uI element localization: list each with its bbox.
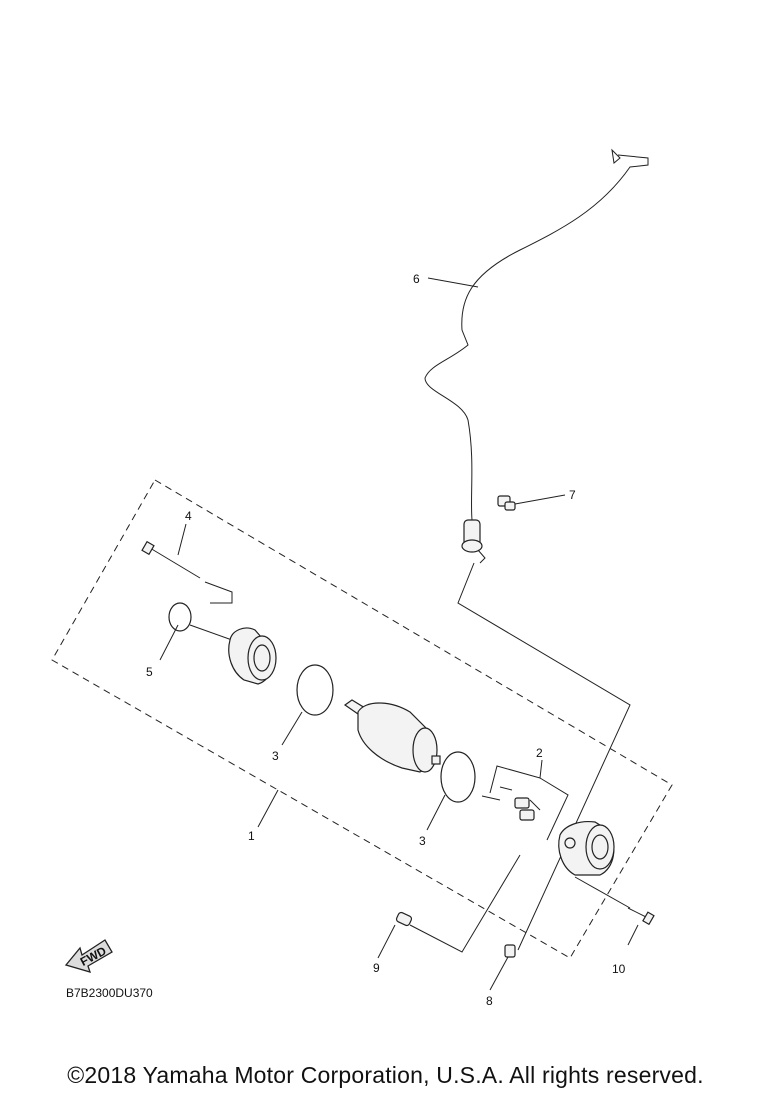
long-bolt[interactable] — [141, 540, 201, 579]
o-ring-left[interactable] — [296, 664, 334, 716]
callout-9: 9 — [373, 961, 380, 975]
clip-7[interactable] — [497, 495, 516, 511]
callout-3b: 3 — [419, 834, 426, 848]
collar-9[interactable] — [395, 911, 413, 927]
diagram-code: B7B2300DU370 — [66, 986, 153, 1000]
parts-diagram: 1 2 3 3 4 5 6 7 8 9 10 FWD B7B2300DU370 — [51, 148, 673, 1008]
callout-1: 1 — [248, 829, 255, 843]
callout-3a: 3 — [272, 749, 279, 763]
starter-yoke[interactable] — [343, 699, 441, 773]
callout-10: 10 — [612, 962, 626, 976]
o-ring-right[interactable] — [440, 751, 476, 803]
bolt-10[interactable] — [627, 907, 655, 926]
callout-8: 8 — [486, 994, 493, 1008]
o-ring-small[interactable] — [168, 602, 192, 632]
part-8[interactable] — [504, 944, 516, 958]
starter-cable[interactable] — [424, 148, 649, 564]
front-cover[interactable] — [189, 624, 277, 685]
fwd-arrow-icon: FWD — [64, 939, 113, 973]
brush-set[interactable] — [481, 786, 541, 821]
callout-7: 7 — [569, 488, 576, 502]
callout-5: 5 — [146, 665, 153, 679]
callout-2: 2 — [536, 746, 543, 760]
assembly-boundary — [51, 479, 673, 959]
copyright-notice: ©2018 Yamaha Motor Corporation, U.S.A. A… — [67, 1062, 704, 1088]
callout-4: 4 — [185, 509, 192, 523]
callout-6: 6 — [413, 272, 420, 286]
rear-cover[interactable] — [558, 820, 615, 876]
